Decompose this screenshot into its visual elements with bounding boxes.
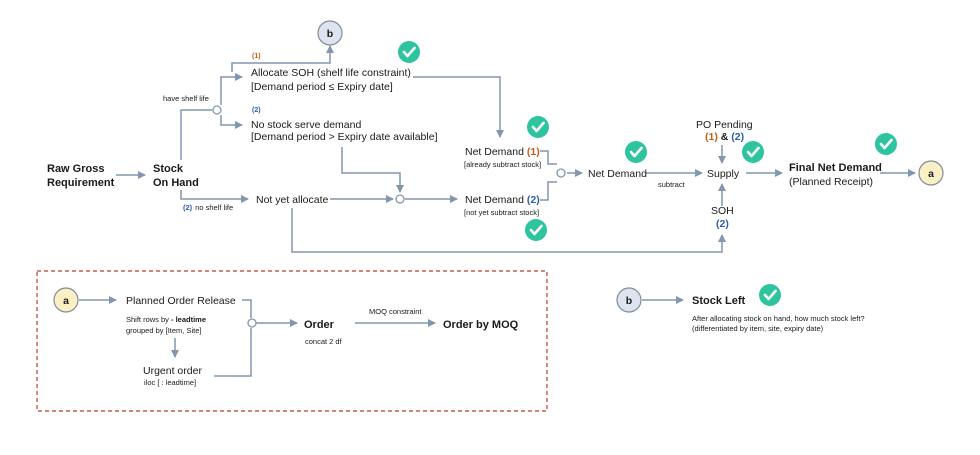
net-demand-2-text: Net Demand: [465, 194, 527, 206]
net-demand-1-num: (1): [527, 146, 540, 158]
junction-circle-icon: [212, 105, 222, 115]
alloc-num: (1): [252, 53, 261, 60]
stock-left-label: Stock Left: [692, 295, 746, 307]
box-a-lines: [79, 296, 436, 377]
allocate-soh-condition: [Demand period ≤ Expiry date]: [251, 81, 393, 93]
no-stock-label: No stock serve demand: [251, 119, 361, 131]
soh-label: SOH: [711, 205, 734, 217]
net-demand-2-num: (2): [527, 194, 540, 206]
no-shelf-life-label: (2)no shelf life: [183, 203, 233, 212]
stock-label: Stock: [153, 163, 184, 175]
stock-left-desc-2: (differentiated by item, site, expiry da…: [692, 324, 824, 333]
po-num-2: (2): [731, 131, 744, 143]
check-circle-icon: [623, 139, 649, 165]
po-pending-nums: (1) & (2): [705, 131, 744, 143]
node-a-label: a: [928, 168, 934, 180]
node-b: b: [317, 20, 343, 46]
net-demand-1-label: Net Demand (1): [465, 146, 540, 158]
grouped-by-label: grouped by [Item, Site]: [126, 326, 201, 335]
subtract-label: subtract: [658, 180, 686, 189]
shift-rows-bold: - leadtime: [171, 315, 206, 324]
allocate-soh-label: Allocate SOH (shelf life constraint): [251, 67, 411, 79]
planned-receipt-label: (Planned Receipt): [789, 176, 873, 188]
iloc-label: iloc [ : leadtime]: [144, 378, 196, 387]
po-pending-label: PO Pending: [696, 119, 753, 131]
junction-circle-icon: [556, 168, 566, 178]
connector-lines: [116, 45, 916, 253]
po-num-1: (1): [705, 131, 718, 143]
net-demand-1-text: Net Demand: [465, 146, 527, 158]
check-circle-icon: [523, 217, 549, 243]
stock-label-2: On Hand: [153, 177, 199, 189]
node-a: a: [918, 160, 944, 186]
order-label: Order: [304, 319, 335, 331]
check-circle-icon: [525, 114, 551, 140]
order-by-moq-label: Order by MOQ: [443, 319, 519, 331]
box-a-node-label: a: [63, 295, 69, 307]
final-net-demand-label: Final Net Demand: [789, 162, 882, 174]
not-yet-allocate-label: Not yet allocate: [256, 194, 329, 206]
shift-rows-text: Shift rows by: [126, 315, 171, 324]
planned-order-release-label: Planned Order Release: [126, 295, 236, 307]
supply-label: Supply: [707, 168, 740, 180]
nostock-num: (2): [252, 107, 261, 114]
junction-circle-icon: [247, 318, 257, 328]
check-circle-icon: [757, 282, 783, 308]
box-a-node: a: [53, 287, 79, 313]
net-demand-label: Net Demand: [588, 168, 647, 180]
raw-gross-label-2: Requirement: [47, 177, 115, 189]
check-circle-icon: [396, 39, 422, 65]
net-demand-2-note: [not yet subtract stock]: [464, 208, 539, 217]
net-demand-2-label: Net Demand (2): [465, 194, 540, 206]
no-stock-condition: [Demand period > Expiry date available]: [251, 131, 438, 143]
no-shelf-life-text: no shelf life: [195, 203, 233, 212]
check-circle-icon: [740, 139, 766, 165]
concat-label: concat 2 df: [305, 337, 343, 346]
box-b-node-label: b: [626, 295, 632, 307]
moq-constraint-label: MOQ constraint: [369, 307, 422, 316]
no-shelf-life-num: (2): [183, 203, 193, 212]
check-circle-icon: [873, 131, 899, 157]
soh-num: (2): [716, 218, 729, 230]
po-amp: &: [718, 131, 731, 143]
raw-gross-label: Raw Gross: [47, 163, 104, 175]
junction-circle-icon: [395, 194, 405, 204]
dashed-group-box: [36, 270, 548, 412]
net-demand-1-note: [already subtract stock]: [464, 160, 541, 169]
have-shelf-life-label: have shelf life: [163, 94, 209, 103]
shift-rows-label: Shift rows by - leadtime: [126, 315, 206, 324]
box-b-node: b: [616, 287, 642, 313]
node-b-label: b: [327, 28, 333, 40]
urgent-order-label: Urgent order: [143, 365, 202, 377]
stock-left-desc-1: After allocating stock on hand, how much…: [692, 314, 865, 323]
